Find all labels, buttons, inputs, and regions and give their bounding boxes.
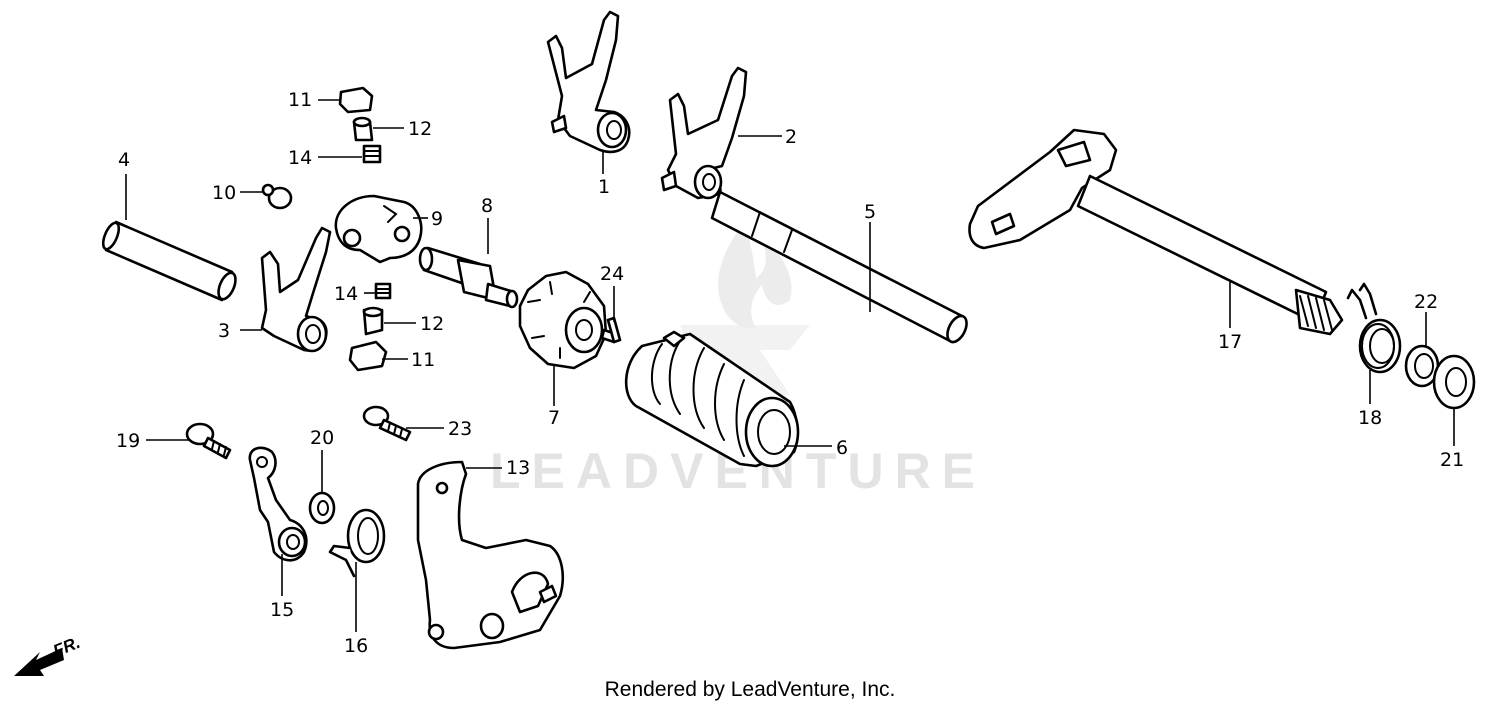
part-17-spindle xyxy=(968,128,1344,336)
part-6-drum xyxy=(624,330,800,468)
callout-18: 18 xyxy=(1358,407,1382,429)
callout-4: 4 xyxy=(118,149,130,171)
part-12-lower xyxy=(362,306,384,336)
part-9-plate xyxy=(334,194,423,264)
callout-labels: 1 2 3 4 5 6 7 8 9 10 11 11 12 12 13 14 1… xyxy=(116,89,1464,657)
callout-5: 5 xyxy=(864,201,876,223)
callout-2: 2 xyxy=(785,126,797,148)
callout-16: 16 xyxy=(344,635,368,657)
part-18-spring xyxy=(1346,282,1402,374)
leader-lines xyxy=(125,99,1455,632)
fr-direction-arrow: FR. xyxy=(14,633,83,676)
part-14-lower xyxy=(374,282,392,300)
part-7-star xyxy=(518,270,618,370)
part-14-top xyxy=(362,144,382,164)
callout-20: 20 xyxy=(310,427,334,449)
part-19-bolt xyxy=(185,422,232,460)
callout-13: 13 xyxy=(506,457,530,479)
callout-10: 10 xyxy=(212,182,236,204)
part-16-spring xyxy=(328,508,386,578)
part-8-shaft xyxy=(418,246,519,309)
callout-9: 9 xyxy=(431,208,443,230)
part-2-fork xyxy=(660,66,748,200)
part-4-pin xyxy=(101,220,237,302)
part-3-fork xyxy=(260,226,332,353)
part-22-washer xyxy=(1404,344,1440,388)
callout-14-lower: 14 xyxy=(334,283,358,305)
callout-21: 21 xyxy=(1440,449,1464,471)
callout-11-lower: 11 xyxy=(411,349,435,371)
callout-15: 15 xyxy=(270,599,294,621)
part-15-arm xyxy=(248,446,308,562)
callout-11-top: 11 xyxy=(288,89,312,111)
callout-8: 8 xyxy=(481,195,493,217)
callout-3: 3 xyxy=(218,320,230,342)
callout-23: 23 xyxy=(448,418,472,440)
part-11-lower xyxy=(348,340,388,372)
part-21-washer xyxy=(1432,354,1476,410)
callout-12-top: 12 xyxy=(408,118,432,140)
callout-1: 1 xyxy=(598,176,610,198)
part-10-bolt xyxy=(261,183,293,210)
part-23-bolt xyxy=(362,405,412,442)
callout-17: 17 xyxy=(1218,331,1242,353)
footer-credit: Rendered by LeadVenture, Inc. xyxy=(605,678,896,701)
callout-22: 22 xyxy=(1414,291,1438,313)
part-20-washer xyxy=(308,491,336,525)
part-1-fork xyxy=(546,10,631,154)
part-11-top xyxy=(338,86,374,114)
callout-14-top: 14 xyxy=(288,147,312,169)
callout-24: 24 xyxy=(600,263,624,285)
part-12-top xyxy=(352,116,374,142)
part-24-pin xyxy=(606,316,622,344)
part-5-shaft xyxy=(710,190,968,344)
callout-6: 6 xyxy=(836,437,848,459)
callout-12-lower: 12 xyxy=(420,313,444,335)
callout-7: 7 xyxy=(548,407,560,429)
part-13-plate xyxy=(416,460,564,650)
callout-19: 19 xyxy=(116,430,140,452)
fr-label: FR. xyxy=(50,633,83,661)
